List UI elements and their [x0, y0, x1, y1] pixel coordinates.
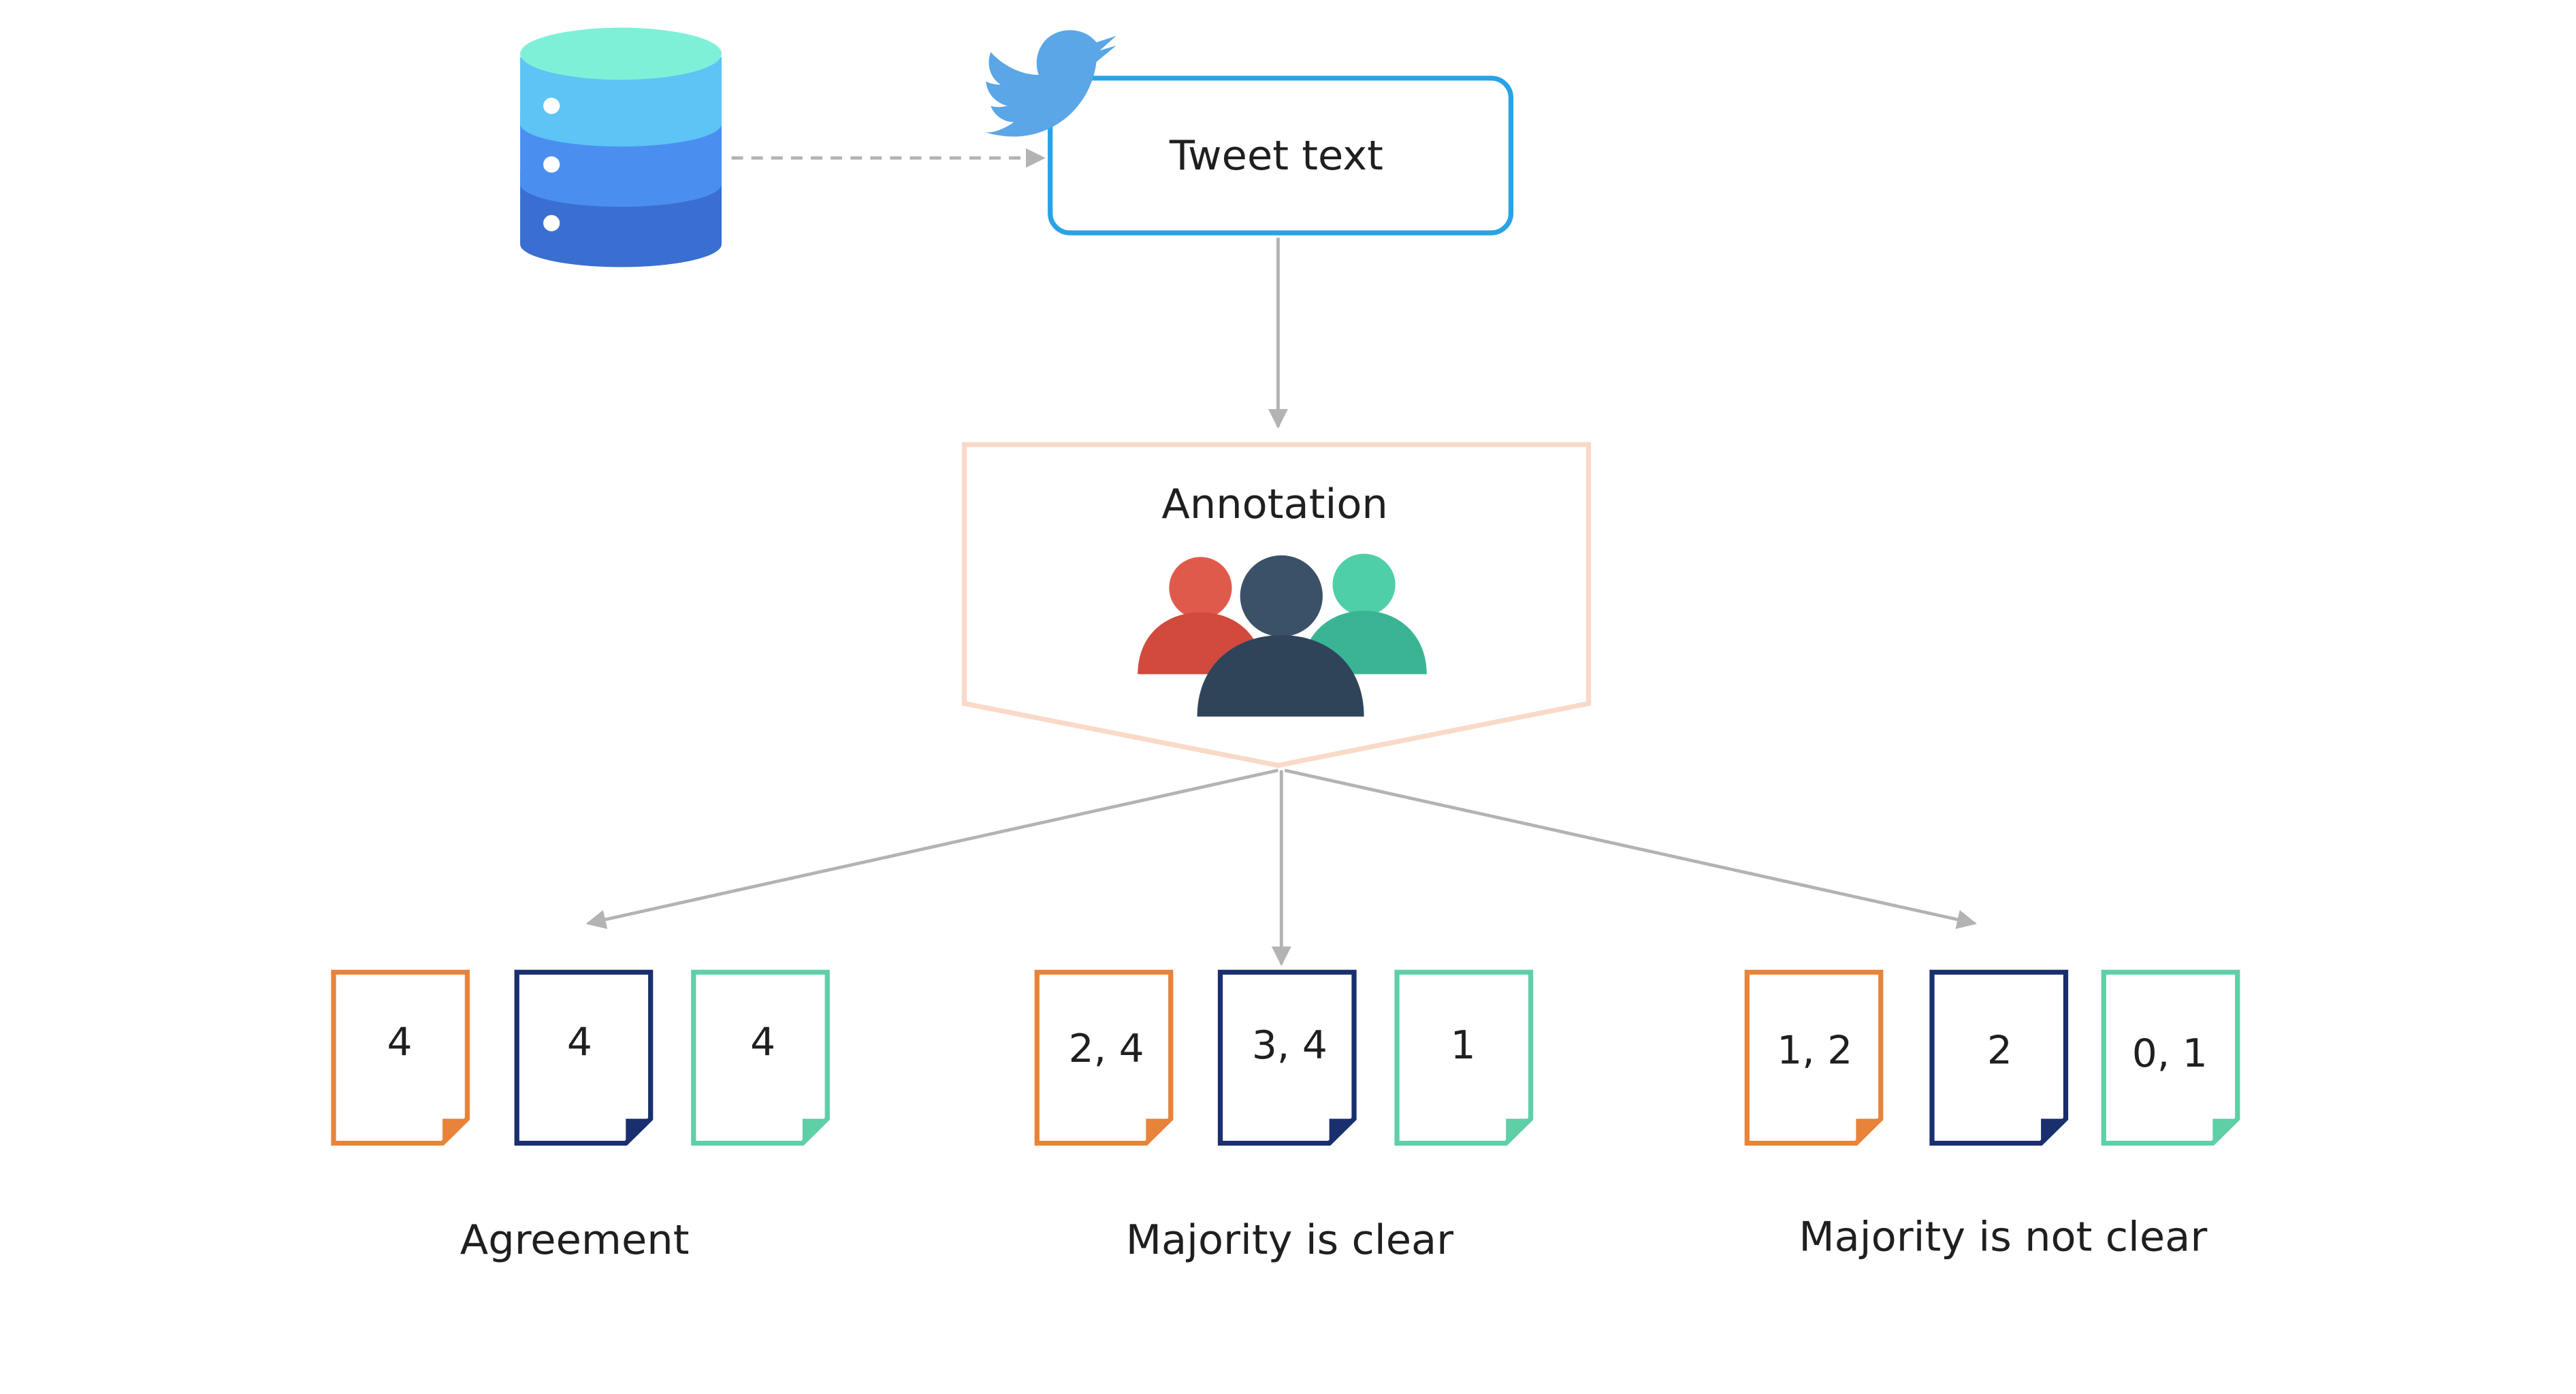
group-caption: Majority is not clear [1799, 1214, 2207, 1261]
document-label: 3, 4 [1252, 1022, 1327, 1069]
flow-arrow-to-majority-not-clear [1284, 768, 1977, 929]
document-label: 4 [750, 1019, 775, 1065]
group-agreement: 4 4 4 Agreement [331, 969, 830, 1265]
annotation-document: 4 [691, 969, 830, 1146]
annotation-label: Annotation [1161, 481, 1387, 528]
group-majority-not-clear: 1, 2 2 0, 1 Majority is not clear [1744, 969, 2240, 1261]
annotation-document: 2 [1929, 969, 2069, 1146]
twitter-bird-icon [984, 30, 1116, 137]
group-majority-clear: 2, 4 3, 4 1 Majority is clear [1034, 969, 1534, 1265]
annotation-document: 4 [331, 969, 470, 1146]
document-label: 1 [1451, 1022, 1476, 1069]
document-label: 1, 2 [1777, 1027, 1852, 1073]
group-caption: Majority is clear [1126, 1217, 1454, 1265]
annotation-document: 4 [514, 969, 654, 1146]
document-label: 2, 4 [1069, 1025, 1144, 1071]
annotation-document: 1, 2 [1744, 969, 1884, 1146]
flow-arrow-to-agreement [585, 768, 1278, 929]
database-icon [520, 27, 722, 268]
annotators-group-icon [1138, 553, 1427, 717]
group-caption: Agreement [460, 1217, 690, 1265]
tweet-text-label: Tweet text [1169, 132, 1383, 180]
document-label: 4 [567, 1019, 592, 1065]
document-label: 2 [1987, 1027, 2012, 1073]
document-label: 4 [387, 1019, 412, 1065]
annotation-document: 3, 4 [1217, 969, 1357, 1146]
document-label: 0, 1 [2132, 1030, 2208, 1076]
annotation-document: 1 [1394, 969, 1534, 1146]
annotation-document: 2, 4 [1034, 969, 1174, 1146]
tweet-text-box: Tweet text [1048, 76, 1514, 236]
annotation-document: 0, 1 [2101, 969, 2240, 1146]
